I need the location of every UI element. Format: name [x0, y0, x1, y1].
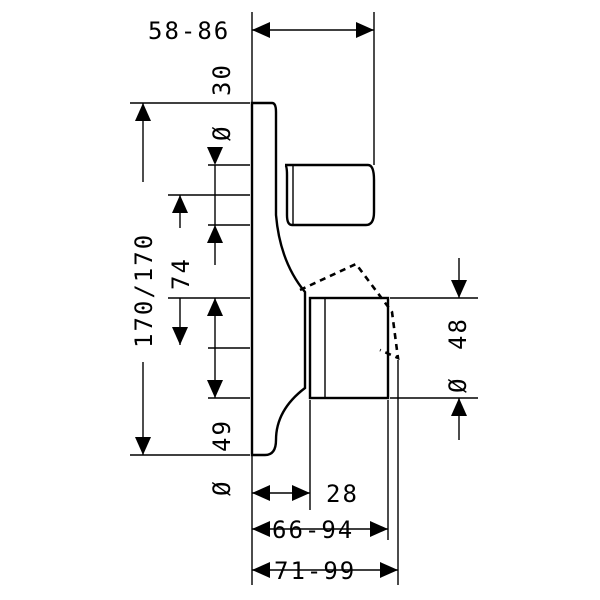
wall-plate-outline	[250, 101, 307, 457]
label-spacing-74: 74	[167, 257, 195, 290]
arrow-71-right	[380, 562, 398, 578]
arrow-28-left	[252, 485, 270, 501]
arrow-74-bottom	[172, 327, 188, 345]
label-dia-symbol-49: Ø	[208, 480, 236, 496]
arrow-49-bottom	[207, 380, 223, 398]
arrow-top-right	[356, 22, 374, 38]
upper-handle	[284, 163, 376, 227]
label-depth-28: 28	[326, 480, 359, 508]
arrow-28-right	[292, 485, 310, 501]
arrow-30-top	[207, 147, 223, 165]
arrow-71-left	[252, 562, 270, 578]
arrow-48-top	[451, 280, 467, 298]
rotated-handle-dashed	[299, 262, 400, 361]
label-dia-symbol-30: Ø	[208, 125, 236, 141]
arrow-66-left	[252, 521, 270, 537]
label-width-top: 58-86	[148, 17, 230, 45]
arrow-74-top	[172, 195, 188, 213]
label-dia-30: 30	[208, 63, 236, 96]
arrow-30-bottom	[207, 225, 223, 243]
label-depth-66-94: 66-94	[272, 516, 354, 544]
arrow-49-top	[207, 298, 223, 316]
label-depth-71-99: 71-99	[274, 557, 356, 585]
arrow-top-left	[252, 22, 270, 38]
arrow-48-bottom	[451, 398, 467, 416]
label-dia-48: 48	[444, 317, 472, 350]
arrow-66-right	[370, 521, 388, 537]
arrow-height-top	[135, 103, 151, 121]
lower-handle	[308, 296, 390, 400]
label-dia-49: 49	[208, 419, 236, 452]
label-height-total: 170/170	[130, 233, 158, 348]
label-dia-symbol-48: Ø	[444, 377, 472, 393]
arrow-height-bottom	[135, 437, 151, 455]
